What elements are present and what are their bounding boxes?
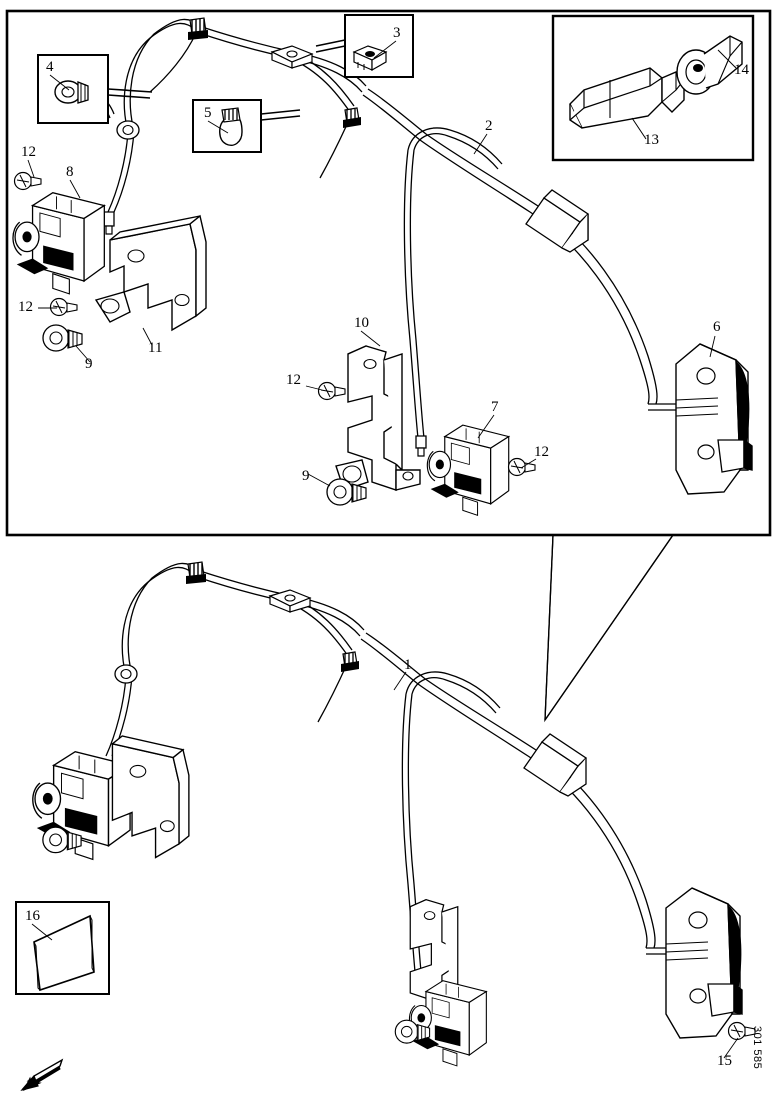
callout-3: 3 [393,25,401,41]
lower-center-latch-assembly [394,898,487,1067]
left-latch-module [12,192,105,295]
lower-right-bracket [665,887,743,1039]
callout-10: 10 [354,315,369,331]
callout-13: 13 [644,132,659,148]
callout-9-left: 9 [85,356,93,372]
connector-14 [676,35,743,95]
inset-5-box [192,99,301,153]
callout-14: 14 [734,62,749,78]
left-screw-top [13,171,42,191]
harness-splice-sleeve [525,189,590,253]
callout-12-c: 12 [286,372,301,388]
center-latch-module [426,424,510,516]
callout-4: 4 [46,59,54,75]
callout-2: 2 [485,118,493,134]
right-bracket [675,343,753,495]
callout-16: 16 [25,908,40,924]
center-mounting-bracket [335,345,421,491]
center-screw-right [507,457,536,477]
orientation-arrow [20,1058,64,1092]
callout-9-center: 9 [302,468,310,484]
callout-11: 11 [148,340,163,356]
upper-detail-frame-border [5,9,772,537]
lower-left-latch-assembly [32,735,190,861]
callout-12-d: 12 [534,444,549,460]
callout-1: 1 [404,657,412,673]
part-number-watermark: 301 585 [751,1026,763,1070]
harness-clip-group [103,17,676,457]
center-screw-left [317,381,346,401]
callout-leader-lines [27,40,739,1059]
detail-zoom-leader-lines [544,534,675,723]
cable-to-right-bracket [648,403,676,411]
left-screw-bottom [49,297,78,317]
lower-harness-splice-sleeve [523,733,588,797]
lower-harness-clip-group [114,561,674,955]
callout-15: 15 [717,1053,732,1069]
callout-5: 5 [204,105,212,121]
left-striker [42,324,83,352]
inset-4-box [37,54,153,124]
callout-7: 7 [491,399,499,415]
callout-8: 8 [66,164,74,180]
inset-16-box [15,901,110,995]
callout-12-a: 12 [21,144,36,160]
callout-12-b: 12 [18,299,33,315]
callout-6: 6 [713,319,721,335]
inset-3-box [315,14,414,78]
inset-13-14-box [551,14,755,162]
left-mounting-bracket [94,214,207,332]
